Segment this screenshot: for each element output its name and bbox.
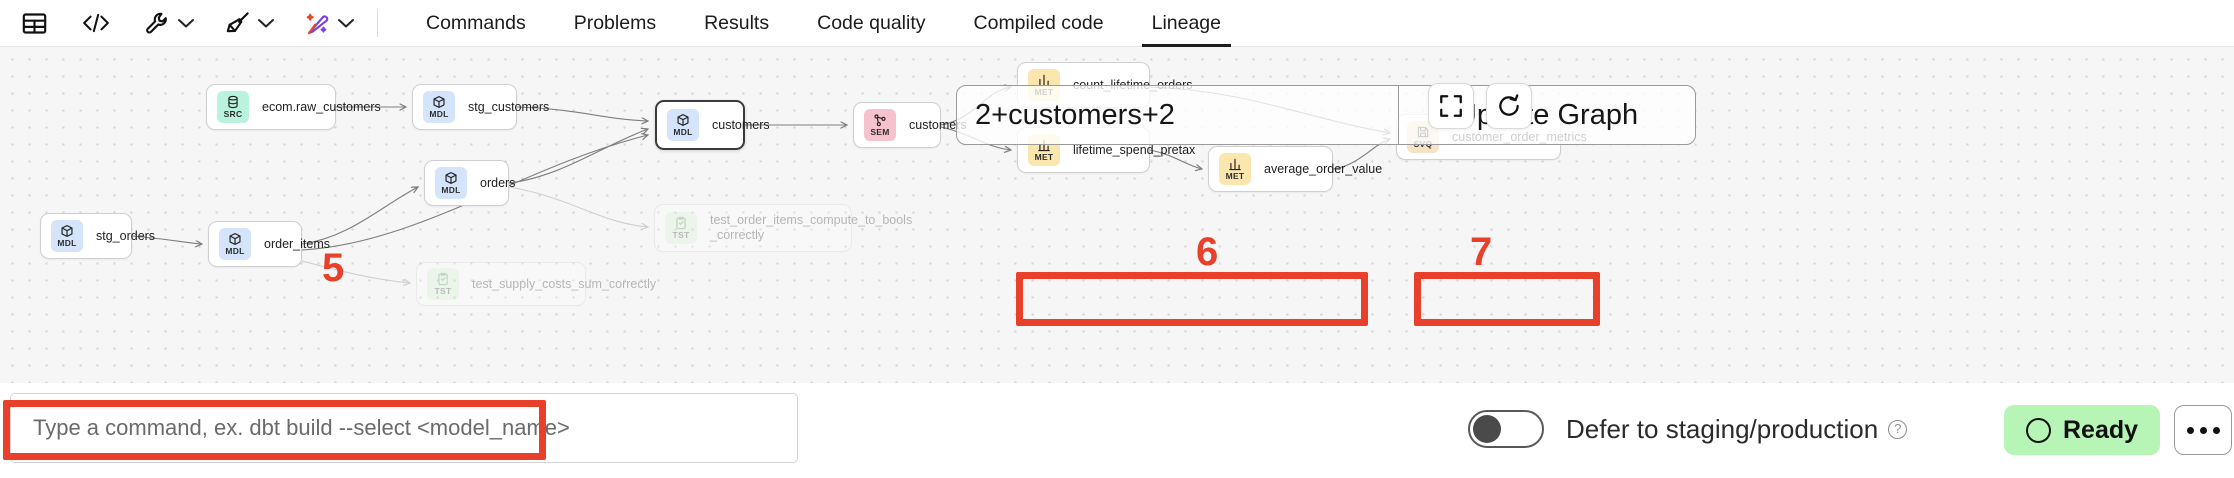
status-text: Ready (2063, 415, 2139, 444)
mdl-badge-icon: MDL (423, 91, 455, 123)
node-label: customers (712, 117, 770, 132)
sem-badge-icon: SEM (864, 109, 896, 141)
badge-type-label: MDL (429, 109, 449, 120)
lineage-node-stg-customers[interactable]: MDL stg_customers (412, 84, 549, 130)
node-label: orders (480, 175, 516, 190)
table-view-icon[interactable] (14, 0, 55, 47)
dot-icon (2199, 426, 2207, 434)
tab-commands[interactable]: Commands (426, 11, 526, 34)
lineage-node-average-order-value[interactable]: MET average_order_value (1208, 146, 1382, 192)
wrench-chevron-down-icon[interactable] (173, 0, 199, 47)
badge-type-label: SRC (223, 109, 243, 120)
lineage-node-test-order-items[interactable]: TST test_order_items_compute_to_bools _co… (654, 204, 912, 252)
node-label: customers (909, 117, 967, 132)
tab-lineage[interactable]: Lineage (1128, 0, 1245, 47)
top-toolbar: Commands Problems Results Code quality Compi… (0, 0, 2234, 47)
tst-badge-icon: TST (427, 268, 459, 300)
magic-wand-icon[interactable] (297, 0, 333, 47)
mdl-badge-icon: MDL (51, 220, 83, 252)
badge-type-label: SEM (870, 127, 890, 138)
broom-chevron-down-icon[interactable] (253, 0, 279, 47)
badge-type-label: TST (672, 230, 690, 241)
tab-compiled-code[interactable]: Compiled code (973, 11, 1104, 34)
node-label: test_supply_costs_sum_correctly (472, 276, 657, 291)
toolbar-divider (377, 9, 378, 37)
node-label: ecom.raw_customers (262, 99, 381, 114)
badge-type-label: MDL (441, 185, 461, 196)
defer-toggle[interactable] (1468, 410, 1544, 448)
command-input[interactable] (10, 393, 798, 463)
status-circle-icon (2026, 417, 2051, 443)
tab-results[interactable]: Results (704, 11, 770, 34)
met-badge-icon: MET (1219, 153, 1251, 185)
tab-code-quality[interactable]: Code quality (817, 11, 926, 34)
node-label: stg_customers (468, 99, 550, 114)
lineage-node-orders-mdl[interactable]: MDL orders (424, 160, 515, 206)
refresh-graph-button[interactable] (1486, 83, 1532, 129)
magic-wand-chevron-down-icon[interactable] (333, 0, 359, 47)
defer-control: Defer to staging/production ? (1468, 400, 1908, 458)
fit-to-screen-button[interactable] (1428, 83, 1474, 129)
mdl-badge-icon: MDL (219, 228, 251, 260)
badge-type-label: MDL (673, 127, 693, 138)
node-label: average_order_value (1264, 161, 1383, 176)
lineage-node-customers-sem[interactable]: SEM customers (853, 102, 967, 148)
dot-icon (2212, 426, 2220, 434)
lineage-node-ecom-raw-customers[interactable]: SRC ecom.raw_customers (206, 84, 381, 130)
node-label: test_order_items_compute_to_bools _corre… (710, 213, 913, 242)
code-view-icon[interactable] (75, 0, 117, 47)
node-label: order_items (264, 236, 330, 251)
graph-expression-text[interactable]: 2+customers+2 (975, 98, 1175, 131)
more-options-button[interactable] (2174, 405, 2233, 455)
command-bar: Defer to staging/production ? Ready (0, 383, 2234, 478)
lineage-node-stg-orders[interactable]: MDL stg_orders (40, 213, 155, 259)
lineage-node-order-items[interactable]: MDL order_items (208, 221, 330, 267)
lineage-node-customers-mdl[interactable]: MDL customers (655, 100, 770, 150)
dot-icon (2186, 426, 2194, 434)
mdl-badge-icon: MDL (435, 167, 467, 199)
status-badge[interactable]: Ready (2004, 405, 2161, 455)
src-badge-icon: SRC (217, 91, 249, 123)
wrench-icon[interactable] (137, 0, 173, 47)
badge-type-label: MET (1034, 152, 1054, 163)
node-label: stg_orders (96, 228, 156, 243)
badge-type-label: MDL (225, 246, 245, 257)
defer-label: Defer to staging/production (1566, 413, 1879, 444)
panel-tabs: Commands Problems Results Code quality Compi… (402, 0, 1245, 47)
lineage-node-test-supply-costs[interactable]: TST test_supply_costs_sum_correctly (416, 262, 656, 306)
tst-badge-icon: TST (665, 212, 697, 244)
command-input-wrap (10, 393, 798, 463)
help-icon[interactable]: ? (1888, 419, 1908, 439)
overlay-divider (1398, 86, 1399, 144)
broom-icon[interactable] (217, 0, 253, 47)
badge-type-label: TST (434, 286, 452, 297)
graph-query-overlay: 2+customers+2 Update Graph (956, 85, 1696, 145)
mdl-badge-icon: MDL (667, 109, 699, 141)
badge-type-label: MDL (57, 238, 77, 249)
editor-tool-group (0, 0, 392, 47)
toggle-knob (1473, 415, 1501, 443)
status-area: Ready (2004, 405, 2233, 455)
badge-type-label: MET (1225, 171, 1245, 182)
tab-problems[interactable]: Problems (573, 11, 657, 34)
node-label: lifetime_spend_pretax (1073, 142, 1196, 157)
